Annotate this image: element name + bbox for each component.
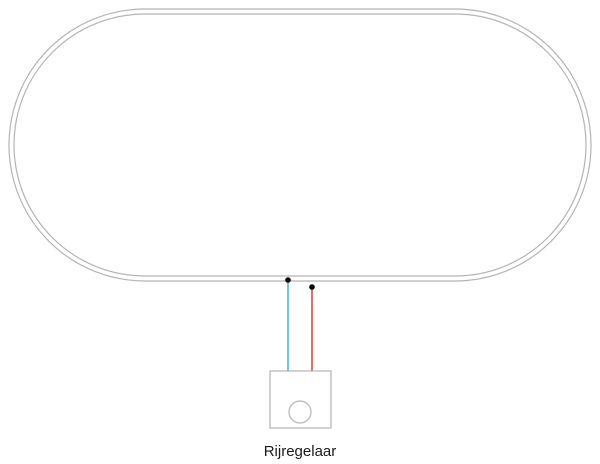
controller-label: Rijregelaar [263,443,337,460]
connection-dot-left [285,277,291,283]
connection-dot-right [309,284,315,290]
oval-track [8,8,592,282]
controller-knob[interactable] [288,400,312,424]
track-inner-rail [13,13,587,277]
track-outer-rail [8,8,592,282]
controller [269,370,332,429]
wires [287,281,313,371]
